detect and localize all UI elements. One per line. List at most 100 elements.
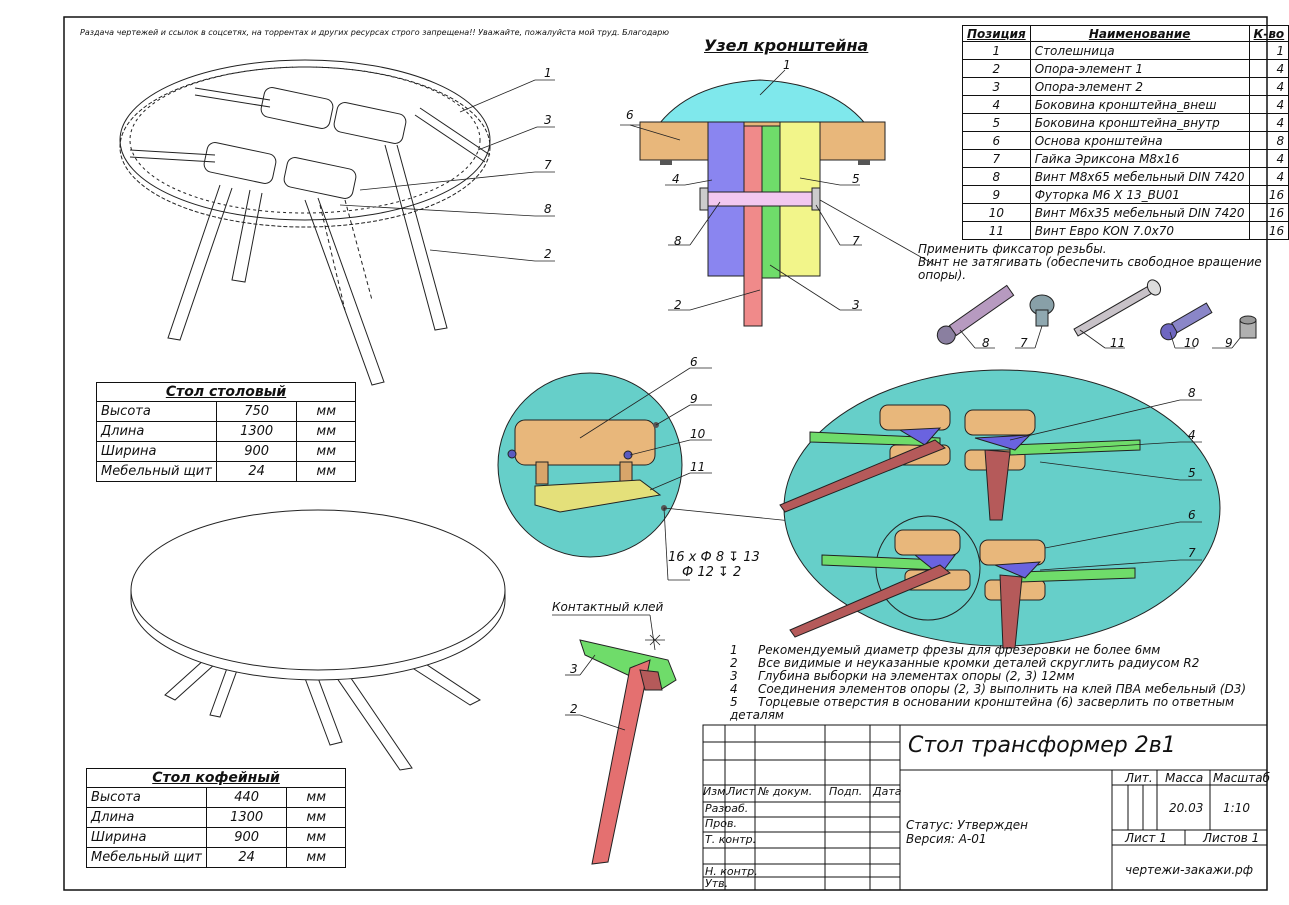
- header-qty: К-во: [1248, 25, 1289, 42]
- lit-label: Лит.: [1125, 771, 1153, 785]
- spec-cell-label: Высота: [86, 787, 207, 808]
- callout-dr-6: 6: [1188, 508, 1196, 522]
- insert-nut: [1239, 315, 1257, 339]
- technical-notes: 1 Рекомендуемый диаметр фрезы для фрезеро…: [730, 644, 1280, 722]
- mass-value: 20.03: [1169, 801, 1204, 815]
- callout-1: 1: [544, 66, 552, 80]
- parts-cell-name: Винт М6х35 мебельный DIN 7420: [1029, 203, 1250, 222]
- parts-cell-pos: 11: [962, 221, 1031, 240]
- callout-dr-8: 8: [1188, 386, 1196, 400]
- spec-cell-value: 24: [205, 847, 288, 868]
- spec-cell-unit: мм: [286, 827, 346, 848]
- scale-value: 1:10: [1223, 801, 1250, 815]
- spec-cell-label: Длина: [96, 421, 217, 442]
- parts-cell-qty: 16: [1248, 185, 1289, 204]
- spec-cell-unit: мм: [296, 401, 356, 422]
- detail-left: [497, 372, 683, 558]
- callout-7: 7: [544, 158, 552, 172]
- note-item: 1 Рекомендуемый диаметр фрезы для фрезеро…: [730, 644, 1280, 657]
- note-number: 2: [730, 656, 738, 670]
- parts-cell-pos: 4: [962, 95, 1031, 114]
- parts-cell-qty: 4: [1248, 59, 1289, 78]
- note-text: Рекомендуемый диаметр фрезы для фрезеров…: [758, 643, 1161, 657]
- parts-cell-name: Футорка М6 Х 13_BU01: [1029, 185, 1250, 204]
- callout-bracket-5: 5: [852, 172, 860, 186]
- copyright-warning: Раздача чертежей и ссылок в соцсетях, на…: [80, 28, 670, 37]
- glue-label: Контактный клей: [552, 600, 664, 614]
- parts-cell-qty: 4: [1248, 149, 1289, 168]
- header-position: Позиция: [962, 25, 1031, 42]
- callout-dl-11: 11: [690, 460, 706, 474]
- spec-cell-value: 440: [205, 787, 288, 808]
- callout-2: 2: [544, 247, 552, 261]
- callout-dl-6: 6: [690, 355, 698, 369]
- note-text: Все видимые и неуказанные кромки деталей…: [758, 656, 1200, 670]
- erickson-nut: [1029, 294, 1055, 327]
- parts-cell-pos: 8: [962, 167, 1031, 186]
- parts-table-header: Позиция Наименование К-во: [962, 25, 1289, 42]
- note-number: 1: [730, 643, 738, 657]
- hole-spec-line1: 16 x Ф 8 ↧ 13: [668, 550, 760, 565]
- callout-bracket-3: 3: [852, 298, 860, 312]
- spec-cell-value: 900: [215, 441, 298, 462]
- parts-cell-qty: 4: [1248, 167, 1289, 186]
- spec-cell-unit: мм: [296, 461, 356, 482]
- title-block: Стол трансформер 2в1 Изм. Лист № докум. …: [703, 725, 1270, 890]
- callout-bracket-8: 8: [674, 234, 682, 248]
- callout-leg-3: 3: [570, 662, 578, 676]
- spec-cell-value: 900: [205, 827, 288, 848]
- parts-cell-pos: 5: [962, 113, 1031, 132]
- parts-cell-qty: 4: [1248, 113, 1289, 132]
- parts-cell-name: Основа кронштейна: [1029, 131, 1250, 150]
- spec-dining-title: Стол столовый: [96, 382, 356, 401]
- spec-cell-label: Мебельный щит: [86, 847, 207, 868]
- detail-right-callouts: [1009, 399, 1202, 571]
- spec-cell-unit: мм: [286, 787, 346, 808]
- col-header-izm: Изм.: [703, 785, 729, 798]
- bracket-callouts: [620, 69, 936, 311]
- parts-cell-name: Боковина кронштейна_внеш: [1029, 95, 1250, 114]
- col-header-date: Дата: [873, 785, 902, 798]
- hardware-callouts: [959, 325, 1241, 349]
- spec-cell-unit: мм: [286, 847, 346, 868]
- spec-cell-label: Ширина: [86, 827, 207, 848]
- callout-dl-10: 10: [690, 427, 706, 441]
- callout-hw-10: 10: [1184, 336, 1200, 350]
- leg-callouts: [552, 614, 665, 731]
- callout-bracket-1: 1: [783, 58, 791, 72]
- parts-cell-name: Боковина кронштейна_внутр: [1029, 113, 1250, 132]
- note-item: 2 Все видимые и неуказанные кромки детале…: [730, 657, 1280, 670]
- title-block-grid: [702, 724, 1268, 891]
- note-text: Соединения элементов опоры (2, 3) выполн…: [758, 682, 1247, 696]
- parts-cell-name: Гайка Эриксона М8х16: [1029, 149, 1250, 168]
- note-text: Глубина выборки на элементах опоры (2, 3…: [758, 669, 1075, 683]
- parts-cell-pos: 10: [962, 203, 1031, 222]
- parts-cell-qty: 16: [1248, 203, 1289, 222]
- row-label-prov: Пров.: [705, 817, 737, 830]
- spec-cell-unit: мм: [296, 421, 356, 442]
- version-text: Версия: А-01: [906, 832, 987, 846]
- bracket-section-title: Узел кронштейна: [704, 36, 869, 55]
- thread-note-line1: Применить фиксатор резьбы.: [918, 242, 1107, 256]
- callout-dr-7: 7: [1188, 546, 1196, 560]
- spec-cell-unit: мм: [286, 807, 346, 828]
- note-text: Торцевые отверстия в основании кронштейн…: [730, 695, 1235, 722]
